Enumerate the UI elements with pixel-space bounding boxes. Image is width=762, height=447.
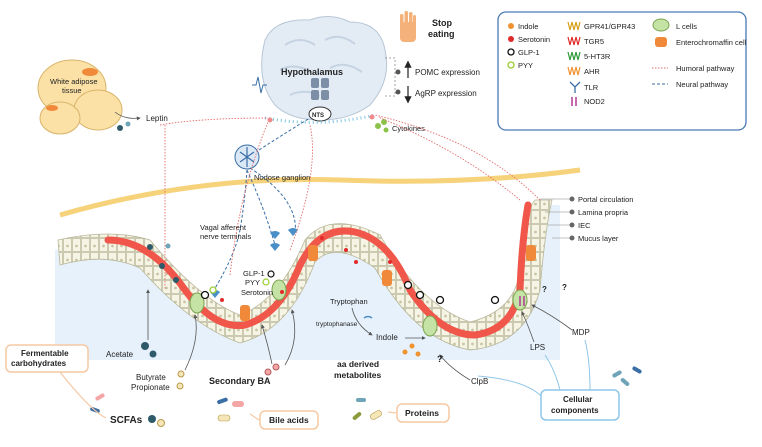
bile-acids-label: Bile acids — [269, 415, 309, 425]
aa-label-1: aa derived — [337, 359, 379, 369]
adipose-label-2: tissue — [62, 86, 82, 95]
layer-markers — [540, 196, 575, 241]
legend-tlr: TLR — [584, 83, 599, 92]
leptin-label: Leptin — [146, 114, 168, 123]
fermentable-label-2: carbohydrates — [11, 359, 67, 368]
nod2-receptor-icon — [571, 97, 577, 106]
stop-hand-icon — [400, 11, 416, 42]
legend-pyy: PYY — [518, 61, 533, 70]
aa-label-2: metabolites — [334, 370, 382, 380]
hormone-dots — [147, 236, 500, 305]
nts-label: NTS — [312, 113, 324, 119]
legend-box — [497, 11, 747, 131]
portal-circulation-band — [59, 167, 581, 218]
tryptophanase-label: tryptophanase — [316, 321, 358, 328]
legend-gpr: GPR41/GPR43 — [584, 22, 635, 31]
enterochromaffin-icon — [655, 37, 667, 47]
vagal-label-1: Vagal afferent — [200, 223, 247, 232]
cytokines-label: Cytokines — [392, 124, 425, 133]
hypothalamus-brain — [261, 16, 388, 122]
question-mark-2: ? — [542, 285, 547, 294]
legend-indole: Indole — [518, 22, 538, 31]
secondary-ba-label: Secondary BA — [209, 376, 271, 386]
legend-entero: Enterochromaffin cell — [676, 38, 747, 47]
nod2-receptors-gut — [519, 296, 525, 306]
l-cell-icon — [652, 18, 670, 32]
mdp-label: MDP — [572, 328, 590, 337]
clpb-label: ClpB — [471, 377, 488, 386]
stop-eating-line1: Stop — [432, 18, 452, 28]
question-mark-3: ? — [562, 283, 567, 292]
legend-ahr: AHR — [584, 67, 600, 76]
cytokines-icon — [375, 119, 389, 133]
ht3r-receptor-icon — [567, 51, 581, 61]
lps-label: LPS — [530, 343, 545, 352]
cellular-label-1: Cellular — [563, 395, 592, 404]
proteins-label: Proteins — [405, 408, 439, 418]
hypothalamus-title: Hypothalamus — [281, 67, 343, 77]
fermentable-carbohydrates-box — [5, 344, 89, 373]
gpr-receptor-icon — [567, 21, 581, 31]
proteins-box — [396, 403, 450, 423]
propionate-label: Propionate — [131, 383, 170, 392]
legend-humoral: Humoral pathway — [676, 64, 735, 73]
pyy-label: PYY — [245, 278, 260, 287]
legend-glp1-swatch — [507, 48, 515, 56]
nodose-label: Nodose ganglion — [254, 173, 310, 182]
vagal-label-2: nerve terminals — [200, 232, 252, 241]
pomc-label: POMC expression — [415, 68, 480, 77]
serotonin-label: Serotonin — [241, 288, 273, 297]
tryptophan-label: Tryptophan — [330, 297, 368, 306]
enterochromaffin-cells — [240, 245, 536, 321]
bacteria-icons — [90, 366, 642, 422]
stop-eating-line2: eating — [428, 29, 455, 39]
tlr-receptor-icon — [569, 81, 581, 93]
question-mark-1: ? — [437, 354, 443, 364]
neural-pathway — [213, 117, 311, 291]
iec-label: IEC — [578, 221, 591, 230]
mucus-layer-label: Mucus layer — [578, 234, 619, 243]
portal-circulation-label: Portal circulation — [578, 195, 633, 204]
cellular-label-2: components — [551, 406, 599, 415]
tgr5-receptor-icon — [567, 36, 581, 46]
legend-nod2: NOD2 — [584, 97, 605, 106]
legend-tgr5: TGR5 — [584, 37, 604, 46]
adipose-label-1: White adipose — [50, 77, 98, 86]
fermentable-label-1: Fermentable — [21, 349, 69, 358]
indole-label: Indole — [376, 333, 398, 342]
legend-ht3r: 5-HT3R — [584, 52, 611, 61]
legend-serotonin-swatch — [508, 36, 514, 42]
acetate-label: Acetate — [106, 350, 134, 359]
cellular-components-box — [540, 389, 620, 421]
lamina-propria-label: Lamina propria — [578, 208, 629, 217]
agrp-label: AgRP expression — [415, 89, 477, 98]
legend-serotonin: Serotonin — [518, 35, 550, 44]
legend-glp1: GLP-1 — [518, 48, 540, 57]
legend: Indole Serotonin GLP-1 PYY GPR41/GPR43 T… — [507, 18, 747, 106]
ahr-receptor-icon — [567, 66, 581, 76]
legend-neural: Neural pathway — [676, 80, 728, 89]
bile-acids-box — [259, 410, 319, 430]
white-adipose-tissue — [37, 59, 123, 135]
legend-pyy-swatch — [507, 61, 515, 69]
legend-lcells: L cells — [676, 22, 697, 31]
scfas-label: SCFAs — [110, 415, 143, 426]
butyrate-label: Butyrate — [136, 373, 166, 382]
legend-indole-swatch — [508, 23, 514, 29]
glp1-label: GLP-1 — [243, 269, 265, 278]
humoral-pathway — [159, 114, 541, 290]
